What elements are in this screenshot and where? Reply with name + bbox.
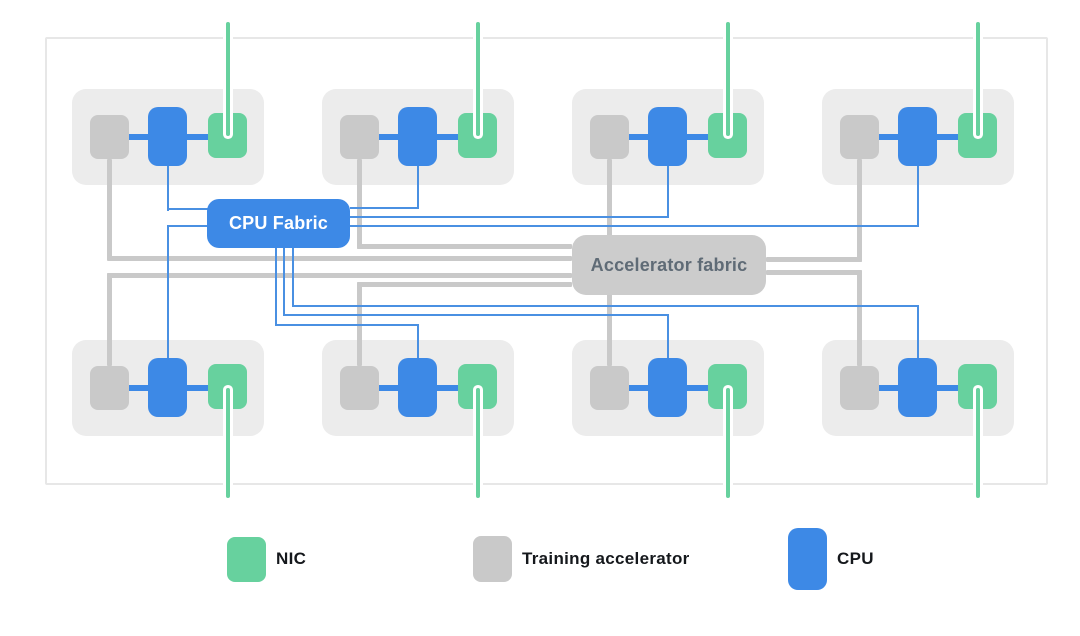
cpu-nic-connector	[432, 134, 462, 140]
cpu-chip	[398, 107, 437, 166]
cpu-nic-connector	[932, 134, 962, 140]
cpu-link-line	[416, 166, 419, 209]
accelerator-cpu-connector	[624, 134, 652, 140]
nic-uplink-line	[475, 388, 480, 498]
accelerator-link-line	[607, 294, 612, 366]
training-accelerator-legend-label: Training accelerator	[522, 549, 690, 568]
nic-uplink-line	[725, 22, 730, 136]
accelerator-link-line	[857, 159, 862, 262]
nic-uplink-line	[725, 388, 730, 498]
accelerator-link-line	[107, 273, 572, 278]
cpu-fabric-box: CPU Fabric	[207, 199, 350, 248]
cpu-link-line	[292, 304, 919, 307]
cpu-link-line	[166, 225, 209, 227]
cpu-link-line	[166, 208, 209, 210]
cluster-boundary	[45, 37, 1048, 485]
nic-legend-label: NIC	[276, 549, 307, 568]
cpu-link-line	[350, 224, 919, 227]
training-accelerator-chip	[90, 115, 129, 159]
training-accelerator-chip	[90, 366, 129, 410]
cpu-nic-connector	[182, 385, 212, 391]
cpu-link-line	[916, 166, 919, 226]
nic-uplink-line	[975, 388, 980, 498]
nic-uplink-line	[975, 22, 980, 136]
accelerator-cpu-connector	[874, 134, 902, 140]
accelerator-cpu-connector	[374, 385, 402, 391]
cpu-chip	[398, 358, 437, 417]
cpu-link-line	[166, 166, 169, 211]
accelerator-cpu-connector	[624, 385, 652, 391]
nic-uplink-line	[475, 22, 480, 136]
nic-uplink-line	[225, 22, 230, 136]
training-accelerator-chip	[340, 366, 379, 410]
accelerator-cpu-connector	[124, 385, 152, 391]
accelerator-fabric-box: Accelerator fabric	[572, 235, 766, 295]
accelerator-link-line	[357, 244, 572, 249]
cpu-nic-connector	[682, 385, 712, 391]
accelerator-link-line	[857, 270, 862, 366]
cpu-fabric-label: CPU Fabric	[228, 213, 329, 233]
accelerator-cpu-connector	[124, 134, 152, 140]
cpu-link-line	[666, 314, 669, 358]
cpu-chip	[898, 358, 937, 417]
nic-uplink-line	[225, 388, 230, 498]
cpu-link-line	[666, 166, 669, 218]
training-accelerator-chip	[840, 115, 879, 159]
cpu-legend-swatch	[788, 528, 827, 590]
legend-item-nic: NIC	[227, 528, 306, 590]
accelerator-fabric-label: Accelerator fabric	[590, 254, 748, 275]
training-accelerator-chip	[590, 115, 629, 159]
legend-item-cpu: CPU	[788, 528, 874, 590]
cpu-link-line	[292, 248, 294, 306]
cpu-link-line	[416, 324, 419, 358]
cpu-chip	[898, 107, 937, 166]
cpu-nic-connector	[682, 134, 712, 140]
accelerator-link-line	[766, 270, 862, 275]
accelerator-link-line	[107, 159, 112, 259]
accelerator-link-line	[357, 282, 572, 287]
cpu-link-line	[166, 225, 169, 358]
accelerator-cpu-connector	[374, 134, 402, 140]
cpu-nic-connector	[932, 385, 962, 391]
training-accelerator-chip	[340, 115, 379, 159]
cpu-link-line	[916, 304, 919, 358]
accelerator-link-line	[766, 257, 862, 262]
accelerator-link-line	[107, 256, 572, 261]
accelerator-link-line	[357, 159, 362, 249]
training-accelerator-legend-swatch	[473, 536, 512, 582]
accelerator-link-line	[607, 159, 612, 237]
cpu-link-line	[275, 248, 277, 326]
training-accelerator-chip	[590, 366, 629, 410]
accelerator-cpu-connector	[874, 385, 902, 391]
cpu-link-line	[350, 216, 669, 218]
cpu-chip	[648, 358, 687, 417]
legend-item-training-accelerator: Training accelerator	[473, 528, 690, 590]
cpu-legend-label: CPU	[837, 549, 874, 568]
cpu-link-line	[275, 324, 419, 326]
cpu-chip	[148, 107, 187, 166]
nic-legend-swatch	[227, 536, 266, 582]
cpu-chip	[148, 358, 187, 417]
accelerator-link-line	[107, 273, 112, 366]
cpu-link-line	[350, 207, 419, 209]
cpu-chip	[648, 107, 687, 166]
cpu-nic-connector	[432, 385, 462, 391]
training-accelerator-chip	[840, 366, 879, 410]
cpu-nic-connector	[182, 134, 212, 140]
cpu-link-line	[283, 314, 669, 316]
cpu-link-line	[283, 248, 285, 316]
